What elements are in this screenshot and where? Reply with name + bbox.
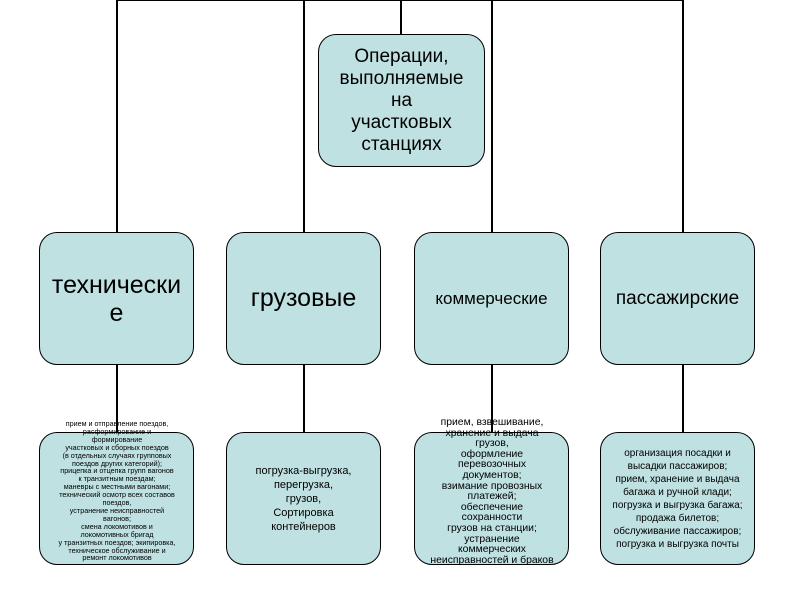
detail-commercial-text: прием, взвешивание, хранение и выдача гр… bbox=[430, 417, 554, 566]
category-passenger-label: пассажирские bbox=[615, 287, 740, 309]
detail-cargo-box: погрузка-выгрузка, перегрузка, грузов, С… bbox=[226, 432, 381, 565]
root-node: Операции, выполняемые на участковых стан… bbox=[318, 34, 485, 167]
detail-technical-box bbox=[39, 432, 194, 565]
detail-cargo-text: погрузка-выгрузка, перегрузка, грузов, С… bbox=[255, 464, 352, 533]
category-cargo: грузовые bbox=[226, 232, 381, 365]
detail-technical-text: прием и отправление поездов, расформиров… bbox=[58, 419, 176, 563]
category-passenger: пассажирские bbox=[600, 232, 755, 365]
category-technical-label: технические bbox=[51, 270, 182, 327]
detail-commercial-box bbox=[414, 432, 569, 565]
detail-passenger-box: организация посадки и высадки пассажиров… bbox=[600, 432, 755, 565]
category-commercial: коммерческие bbox=[414, 232, 569, 365]
detail-passenger-text: организация посадки и высадки пассажиров… bbox=[612, 447, 743, 550]
category-cargo-label: грузовые bbox=[250, 284, 357, 312]
category-commercial-label: коммерческие bbox=[435, 288, 548, 308]
category-technical: технические bbox=[39, 232, 194, 365]
root-label: Операции, выполняемые на участковых стан… bbox=[339, 45, 464, 155]
